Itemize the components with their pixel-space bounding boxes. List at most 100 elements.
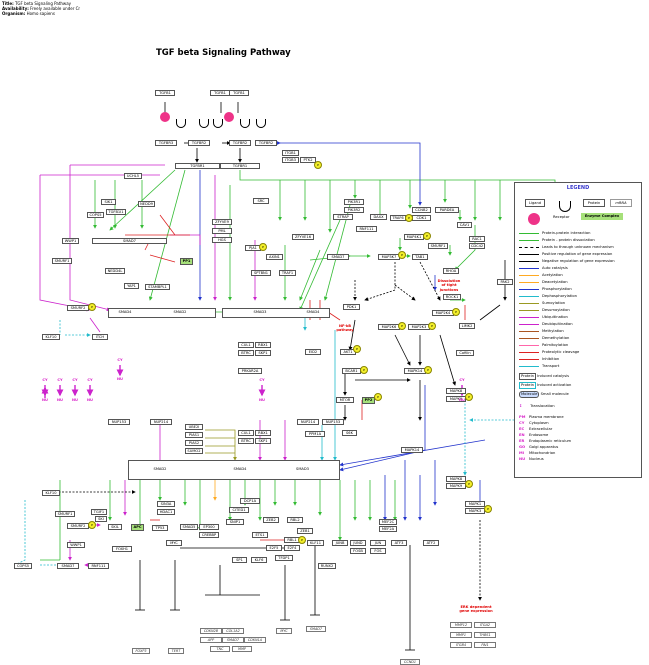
node-ptk2: PTK2 (300, 157, 316, 163)
gene-smad7: SMAD7 (222, 637, 244, 643)
legend-row-4: Negative regulation of gene expression (519, 259, 615, 264)
node-cav1: CAV1 (457, 222, 472, 228)
gene-tnc: TNC (210, 646, 230, 652)
ligand-pink-circle-a (160, 112, 170, 122)
node-wwp1-b: WWP1 (67, 542, 85, 548)
node-snip1: SNIP1 (226, 519, 244, 525)
node-mef2c: MEF2C (379, 519, 397, 525)
node-smad4-c: SMAD4 (225, 467, 255, 473)
receptor-cup-b (199, 119, 209, 128)
gene-col1a2: COL1A2 (222, 628, 244, 634)
node-cdk1: CDK1 (412, 215, 431, 221)
meta-organism: Organism: Homo sapiens (2, 11, 55, 16)
node-ets1: ETS1 (252, 532, 268, 538)
node-tgfbr2-a: TGFBR2 (188, 140, 210, 146)
ligand-pink-circle-b (224, 112, 234, 122)
legend-row-15: Demethylation (519, 336, 569, 341)
node-s6k: S6K (342, 430, 357, 436)
node-daxx: DAXX (370, 214, 387, 220)
node-eid2: EID2 (305, 349, 321, 355)
node-zeb1: ZEB1 (297, 528, 313, 534)
node-itch: ITCH (92, 334, 108, 340)
node-tfdp1: TFDP1 (275, 555, 293, 561)
node-prkar2a: PRKAR2A (238, 368, 262, 374)
node-nup153-a: NUP153 (108, 419, 130, 425)
legend-row-3: Positive regulation of gene expression (519, 252, 612, 257)
legend-mrna: mRNA (610, 199, 632, 207)
node-mapk8-b: MAPK8 (446, 476, 466, 482)
node-limk2: LIMK2 (459, 323, 475, 329)
diagram-title: TGF beta Signaling Pathway (156, 48, 291, 58)
loc-nu-5: NU (117, 377, 123, 381)
node-mapk9-b: MAPK9 (446, 483, 466, 489)
node-mapk14-a: MAPK14 (404, 368, 426, 374)
gene-mmp1: MMP1 (450, 632, 472, 638)
loc-cy-6: CY (259, 378, 265, 382)
node-mtor: MTOR (336, 397, 354, 403)
legend-row-12: Ubiquitination (519, 315, 568, 320)
node-tgif1: TGIF1 (91, 509, 107, 515)
phospho-bcar1: P (360, 366, 368, 374)
node-foxh1: FOXH1 (112, 546, 132, 552)
node-tgfbr1-b: TGFBR1 (220, 163, 260, 169)
gene-pai1: PAI1 (474, 642, 496, 648)
node-axin1: AXIN1 (266, 254, 283, 260)
annotation-erk-gene-expression: ERK dependent gene expression (459, 605, 493, 614)
legend-panel: LEGEND Ligand Receptor Protein mRNA Enzy… (514, 182, 642, 478)
phospho-mapk3-b: P (484, 505, 492, 513)
node-atf3: ATF3 (391, 540, 407, 546)
node-rbx1-a: RBX1 (255, 342, 271, 348)
node-traf6: TRAF6 (390, 215, 406, 221)
legend-row-14: Methylation (519, 329, 564, 334)
node-hdac1: HDAC1 (157, 509, 175, 515)
ligand-tgfb1-b: TGFB1 (210, 90, 230, 96)
node-nup214-b: NUP214 (297, 419, 319, 425)
receptor-cup-e (256, 119, 266, 128)
node-smurf2-b: SMURF2 (67, 523, 89, 529)
legend-row-1: Protein - protein dissociation (519, 238, 595, 243)
node-jund: JUND (350, 540, 366, 546)
node-rhoa: RHOA (443, 268, 459, 274)
node-smad2-b: SMAD2 (135, 467, 185, 473)
phospho-map3k7: P (398, 251, 406, 259)
gene-cdkn1a: CDKN1A (244, 637, 266, 643)
node-pml: PML (212, 228, 232, 234)
node-tgfbr1-a: TGFBR1 (175, 163, 220, 169)
phospho-map2k3: P (428, 322, 436, 330)
node-stambpl1: STAMBPL1 (145, 284, 170, 290)
node-klf10-b: KLF10 (42, 490, 60, 496)
legend-receptor-icon (559, 201, 571, 212)
legend-induced-catalysis: Protein Induced catalysis (519, 373, 570, 380)
legend-row-7: Deacetylation (519, 280, 568, 285)
annotation-tight-junctions: Dissolution of tight junctions (437, 279, 461, 292)
loc-nu-4: NU (87, 398, 93, 402)
node-map2k4: MAP2K4 (432, 310, 454, 316)
loc-cy-3: CY (72, 378, 78, 382)
node-e2f5: E2F5 (266, 545, 282, 551)
phospho-pja1: P (259, 243, 267, 251)
node-klf6: KLF6 (251, 557, 267, 563)
annotation-nfkb: NF-kB pathway (336, 324, 354, 333)
legend-row-18: Inhibition (519, 357, 559, 362)
node-pdk1: PDK1 (343, 304, 360, 310)
node-myc: MYC (166, 540, 182, 546)
node-mapk1-b: MAPK1 (465, 501, 485, 507)
node-runx2: RUNX2 (318, 563, 336, 569)
enzyme-apc: APC (131, 524, 144, 531)
node-smad4-a: SMAD4 (110, 310, 140, 316)
node-wwp1-a: WWP1 (62, 238, 79, 244)
node-ep300: EP300 (199, 524, 219, 530)
ligand-tgfb1-a: TGFB1 (155, 90, 175, 96)
phospho-ptk2: P (314, 161, 322, 169)
legend-title: LEGEND (566, 185, 590, 191)
node-nedd9: NEDD9 (138, 201, 155, 207)
node-smurf1-a: SMURF1 (52, 258, 72, 264)
node-ppm1a: PPM1A (305, 431, 325, 437)
node-ube2i: UBE2I (185, 424, 203, 430)
node-sptbn1: SPTBN1 (251, 270, 271, 276)
legend-small-molecule: Molecule Small molecule (519, 391, 569, 398)
